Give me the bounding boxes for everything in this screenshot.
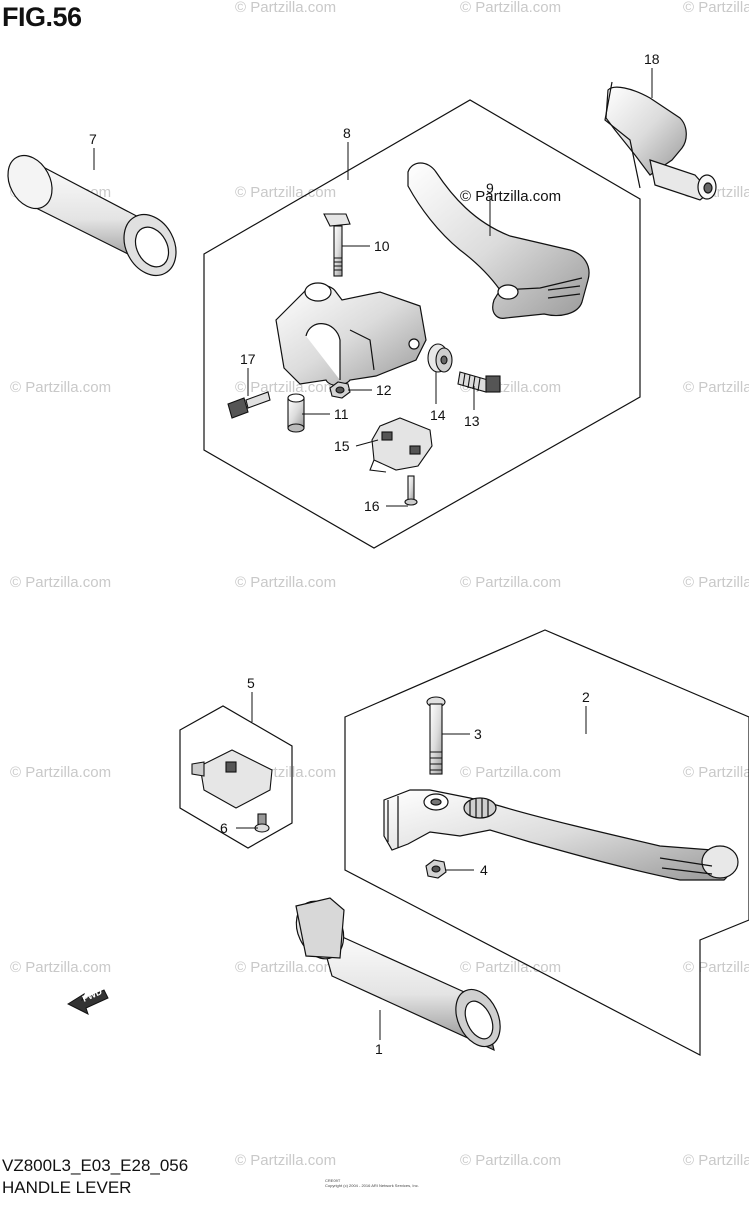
watermark: © Partzilla.com — [683, 959, 749, 976]
assembly-2-outline — [344, 629, 749, 1056]
part-13-bolt — [457, 371, 501, 393]
callout-8[interactable]: 8 — [343, 125, 351, 141]
watermark: © Partzilla.com — [235, 1152, 336, 1169]
watermark: © Partzilla.com — [10, 379, 111, 396]
assembly-5-outline — [179, 705, 293, 849]
watermark: © Partzilla.com — [10, 574, 111, 591]
watermark: © Partzilla.com — [460, 764, 561, 781]
part-1-throttle-grip — [295, 897, 501, 1052]
watermark: © Partzilla.com — [460, 1152, 561, 1169]
part-11-collar — [287, 393, 305, 433]
figure-title: FIG.56 — [2, 2, 82, 32]
callout-2[interactable]: 2 — [582, 689, 590, 705]
part-8-lever-holder — [275, 282, 427, 386]
part-18-cable-end — [604, 81, 717, 201]
watermark: © Partzilla.com — [235, 184, 336, 201]
callout-11[interactable]: 11 — [334, 406, 349, 422]
callout-13[interactable]: 13 — [464, 413, 480, 429]
callout-7[interactable]: 7 — [89, 131, 97, 147]
callout-12[interactable]: 12 — [376, 382, 392, 398]
callout-4[interactable]: 4 — [480, 862, 488, 878]
watermark: © Partzilla.com — [683, 0, 749, 16]
part-9-clutch-lever — [407, 162, 590, 319]
part-6-screw — [254, 813, 270, 833]
small-print-code: CRE09T — [325, 1178, 341, 1183]
part-12-nut — [329, 381, 351, 399]
callout-18[interactable]: 18 — [644, 51, 660, 67]
callout-14[interactable]: 14 — [430, 407, 446, 423]
part-14-adjuster — [427, 343, 453, 373]
watermark: © Partzilla.com — [10, 764, 111, 781]
callout-1[interactable]: 1 — [375, 1041, 383, 1057]
part-4-nut — [425, 859, 447, 879]
part-17-screw — [227, 391, 271, 419]
watermark: © Partzilla.com — [235, 574, 336, 591]
watermark: © Partzilla.com — [235, 959, 336, 976]
copyright-notice: Copyright (c) 2004 - 2016 ARI Network Se… — [325, 1183, 419, 1188]
leader-lines — [93, 68, 653, 1040]
part-15-switch — [369, 417, 433, 473]
part-2-brake-lever — [383, 789, 739, 881]
callout-15[interactable]: 15 — [334, 438, 350, 454]
model-code: VZ800L3_E03_E28_056 — [2, 1156, 189, 1175]
part-3-bolt — [426, 696, 446, 775]
part-10-bolt — [323, 213, 351, 277]
figure-name: HANDLE LEVER — [2, 1178, 132, 1197]
callout-16[interactable]: 16 — [364, 498, 380, 514]
part-16-screw — [404, 475, 418, 506]
callout-10[interactable]: 10 — [374, 238, 390, 254]
watermark: © Partzilla.com — [460, 0, 561, 16]
watermark: © Partzilla.com — [460, 574, 561, 591]
callout-3[interactable]: 3 — [474, 726, 482, 742]
callout-labels: 7 8 18 9 10 17 12 11 14 13 15 16 5 2 3 4… — [89, 51, 660, 1057]
watermark: © Partzilla.com — [10, 959, 111, 976]
watermark: © Partzilla.com — [235, 379, 336, 396]
callout-17[interactable]: 17 — [240, 351, 256, 367]
callout-5[interactable]: 5 — [247, 675, 255, 691]
callout-9[interactable]: 9 — [486, 180, 494, 196]
watermark-dark: © Partzilla.com — [460, 188, 561, 205]
assembly-8-outline — [203, 99, 641, 549]
watermark: © Partzilla.com — [235, 0, 336, 16]
callout-6[interactable]: 6 — [220, 820, 228, 836]
watermark: © Partzilla.com — [683, 764, 749, 781]
watermark: © Partzilla.com — [460, 959, 561, 976]
part-5-switch — [191, 749, 273, 809]
watermark: © Partzilla.com — [683, 574, 749, 591]
fwd-arrow-icon: FWD — [66, 986, 109, 1015]
watermark: © Partzilla.com — [683, 379, 749, 396]
part-7-grip — [7, 154, 177, 277]
watermark: © Partzilla.com — [683, 1152, 749, 1169]
